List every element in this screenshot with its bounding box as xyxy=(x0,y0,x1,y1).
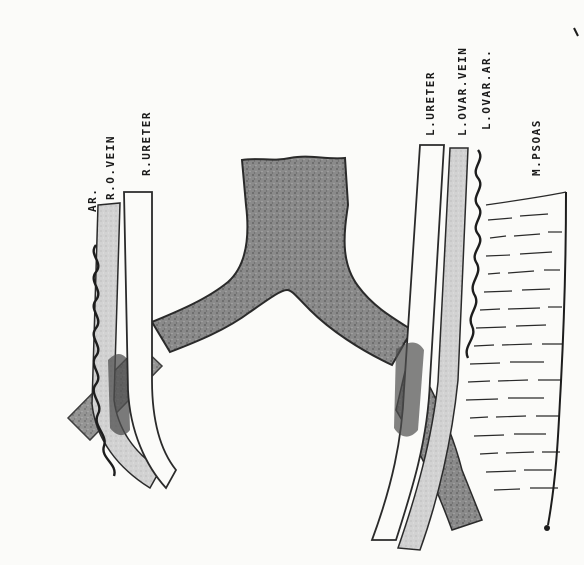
central-vessel-bifurcation xyxy=(152,157,412,365)
psoas-muscle-edge xyxy=(548,192,566,525)
label-right-ovarian-vein: R.O.VEIN xyxy=(104,135,117,200)
corner-mark xyxy=(574,28,578,36)
label-right-ureter: R.URETER xyxy=(140,111,153,176)
left-ovarian-artery xyxy=(467,150,481,358)
psoas-edge-mark xyxy=(544,525,550,531)
psoas-muscle-hatching xyxy=(466,192,566,490)
label-right-artery: AR. xyxy=(86,188,99,212)
label-left-ovarian-artery: L.OVAR.AR. xyxy=(480,49,493,130)
label-psoas-muscle: M.PSOAS xyxy=(530,119,543,176)
label-left-ovarian-vein: L.OVAR.VEIN xyxy=(456,47,469,136)
label-left-ureter: L.URETER xyxy=(424,71,437,136)
